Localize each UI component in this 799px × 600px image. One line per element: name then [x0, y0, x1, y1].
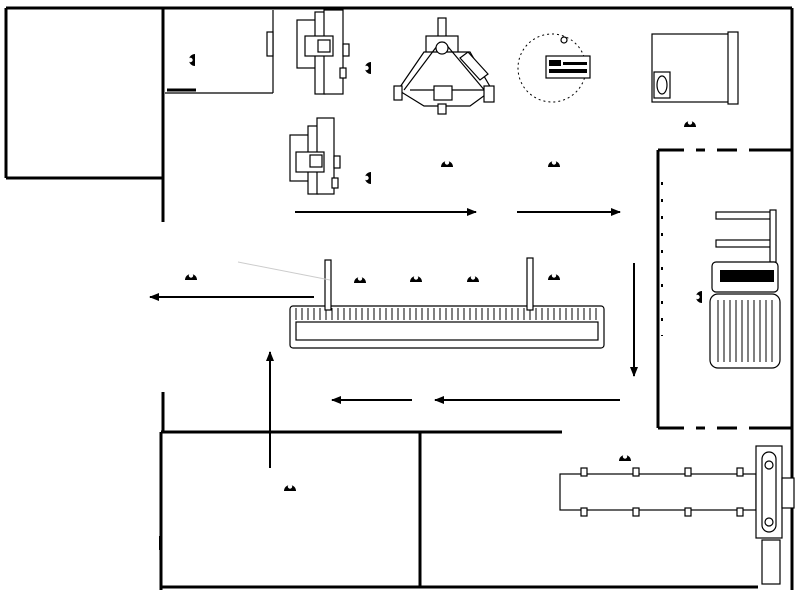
operator-icon	[410, 275, 422, 282]
operator-icon	[684, 120, 696, 127]
press-icon	[709, 209, 781, 369]
lathe-icon	[296, 9, 350, 95]
operator-icon	[619, 454, 631, 461]
operators	[185, 54, 702, 491]
cabinet-icon	[651, 31, 739, 105]
drill-press-icon	[517, 33, 591, 103]
flow-arrows	[149, 208, 638, 468]
operator-icon	[467, 275, 479, 282]
operator-icon	[548, 160, 560, 167]
operator-icon	[188, 54, 195, 66]
operator-icon	[695, 291, 702, 303]
operator-icon	[548, 273, 560, 280]
operator-icon	[364, 172, 371, 184]
operator-icon	[441, 160, 453, 167]
lathe-icon	[289, 117, 341, 195]
conveyor-icon	[559, 445, 795, 585]
robot-cell-icon	[393, 17, 495, 115]
operator-icon	[364, 62, 371, 74]
operator-icon	[185, 273, 197, 280]
assembly-line-icon	[237, 257, 605, 349]
operator-icon	[284, 484, 296, 491]
operator-icon	[354, 276, 366, 283]
